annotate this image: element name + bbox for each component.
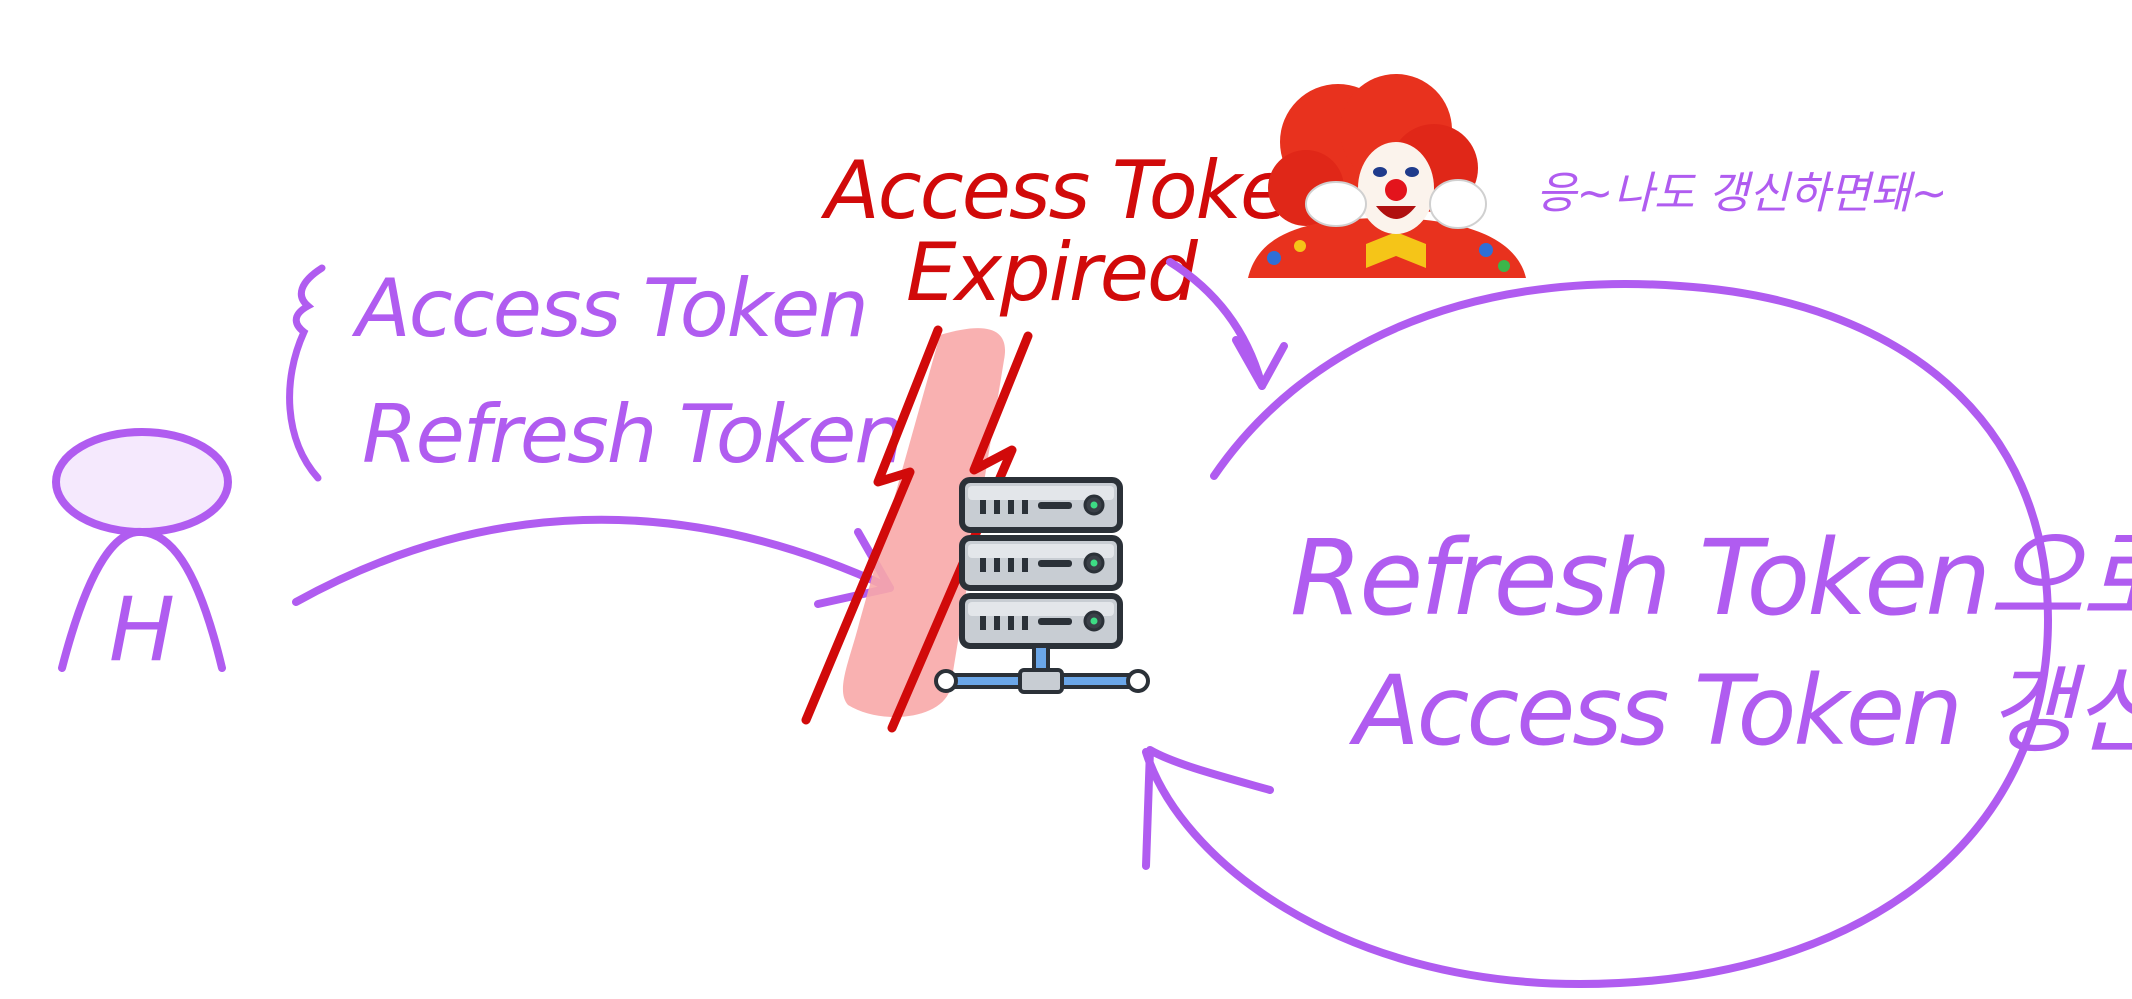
request-arrow-shaft — [292, 515, 894, 606]
renewal-loop-curve — [1142, 279, 2053, 989]
note-to-loop-arrow — [1166, 258, 1288, 390]
rejection-mark — [801, 325, 1033, 733]
renewal-loop: Refresh Token으로 Access Token 갱신 — [1142, 279, 2132, 989]
expired-note-line2: Expired — [906, 226, 1199, 319]
renewal-line1: Refresh Token으로 — [1290, 517, 2132, 639]
token-list-brace — [286, 264, 326, 482]
client-head — [52, 428, 232, 536]
renewal-line2: Access Token 갱신 — [1348, 655, 2132, 767]
renewal-loop-arrow-head — [1142, 746, 1274, 870]
token-list: Access Token Refresh Token — [286, 262, 905, 482]
note-to-loop-arrow-head — [1232, 336, 1288, 390]
server-rack-icon — [934, 477, 1150, 694]
request-arrow — [292, 515, 894, 608]
rejection-highlight — [842, 328, 1006, 717]
token-list-refresh-token: Refresh Token — [362, 388, 903, 481]
client-label: H — [109, 578, 175, 681]
lightning-bolt-icon — [801, 325, 943, 725]
clown-speech: 응~나도 갱신하면돼~ — [1536, 168, 1948, 219]
expired-note: Access Token Expired — [820, 144, 1338, 319]
lightning-bolt-icon-2 — [887, 331, 1033, 733]
client-user: H — [52, 428, 232, 681]
clown-picture — [1248, 74, 1526, 278]
token-list-access-token: Access Token — [351, 262, 867, 355]
client-body — [58, 527, 226, 672]
expired-note-line1: Access Token — [820, 144, 1336, 237]
